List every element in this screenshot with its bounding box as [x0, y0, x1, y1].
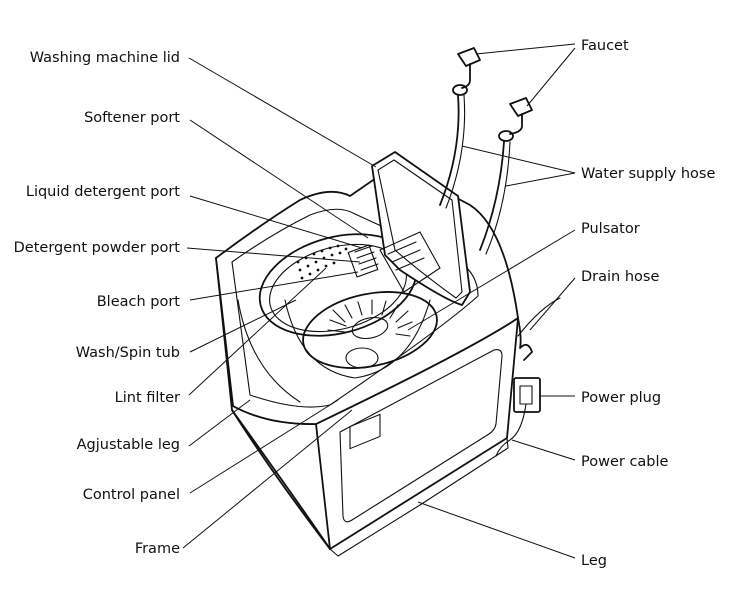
- leader-power-cable: [511, 439, 576, 461]
- leader-frame: [182, 409, 353, 549]
- label-adjustable-leg: Agjustable leg: [77, 437, 180, 453]
- leader-detergent-powder-port: [186, 247, 361, 263]
- detergent-dispenser-grid: [354, 245, 379, 271]
- leg-feet: [329, 437, 509, 557]
- leader-liquid-detergent-port: [189, 195, 363, 249]
- label-leg: Leg: [581, 553, 607, 569]
- pulsator-fins: [327, 299, 413, 337]
- leader-softener-port: [189, 119, 369, 239]
- wash-spin-tub-body: [284, 299, 431, 379]
- power-cable: [495, 403, 527, 457]
- lid-inner-frame: [377, 159, 463, 299]
- label-pulsator: Pulsator: [581, 221, 640, 237]
- water-supply-hose-2b: [485, 141, 511, 255]
- leader-washing-machine-lid: [188, 57, 377, 168]
- leader-lines: [182, 43, 576, 559]
- water-supply-hose-1b: [445, 94, 466, 209]
- faucet-1: [452, 47, 481, 96]
- power-outlet: [513, 377, 541, 413]
- top-deck-inner: [231, 208, 479, 408]
- leader-drain-hose: [529, 277, 576, 331]
- label-control-panel: Control panel: [83, 487, 180, 503]
- side-door-panel: [339, 349, 503, 523]
- leader-faucet-1: [475, 43, 576, 55]
- leader-adjustable-leg: [188, 399, 251, 447]
- leader-faucet-2: [526, 47, 576, 107]
- label-faucet: Faucet: [581, 38, 629, 54]
- label-drain-hose: Drain hose: [581, 269, 659, 285]
- lid-ports-block: [379, 231, 441, 293]
- leader-water-supply-hose-1: [461, 145, 576, 174]
- leader-wash-spin-tub: [189, 299, 297, 353]
- label-washing-machine-lid: Washing machine lid: [30, 50, 180, 66]
- leader-leg: [417, 501, 576, 559]
- drain-hose-tube: [517, 297, 561, 337]
- label-wash-spin-tub: Wash/Spin tub: [76, 345, 180, 361]
- drain-hose: [517, 317, 533, 361]
- control-panel-strip: [237, 299, 301, 403]
- leader-bleach-port: [189, 271, 359, 301]
- leader-pulsator: [407, 229, 576, 331]
- label-lint-filter: Lint filter: [115, 390, 180, 406]
- callout-labels: Washing machine lid Softener port Liquid…: [14, 38, 716, 569]
- label-power-plug: Power plug: [581, 390, 661, 406]
- machine-side-edge: [315, 423, 331, 550]
- pulsator: [302, 291, 438, 369]
- leader-water-supply-hose-2: [505, 172, 576, 187]
- detergent-dispenser: [347, 244, 379, 278]
- label-bleach-port: Bleach port: [97, 294, 181, 310]
- label-liquid-detergent-port: Liquid detergent port: [26, 184, 180, 200]
- label-power-cable: Power cable: [581, 454, 669, 470]
- side-label-plate: [349, 413, 381, 450]
- label-frame: Frame: [135, 541, 180, 557]
- pulsator-center-cup: [345, 347, 379, 369]
- water-supply-hose-2: [479, 141, 505, 251]
- lid-port-slots: [387, 241, 425, 271]
- leader-lint-filter: [188, 267, 327, 396]
- faucet-2: [498, 97, 533, 142]
- frame-bottom-edge: [231, 409, 331, 550]
- leader-control-panel: [189, 399, 339, 494]
- label-water-supply-hose: Water supply hose: [581, 166, 715, 182]
- washing-machine-illustration: [215, 47, 561, 557]
- water-supply-hose-1: [439, 94, 460, 206]
- pulsator-hub: [351, 316, 389, 340]
- power-plug-body: [519, 385, 533, 405]
- label-detergent-powder-port: Detergent powder port: [14, 240, 181, 256]
- label-softener-port: Softener port: [84, 110, 180, 126]
